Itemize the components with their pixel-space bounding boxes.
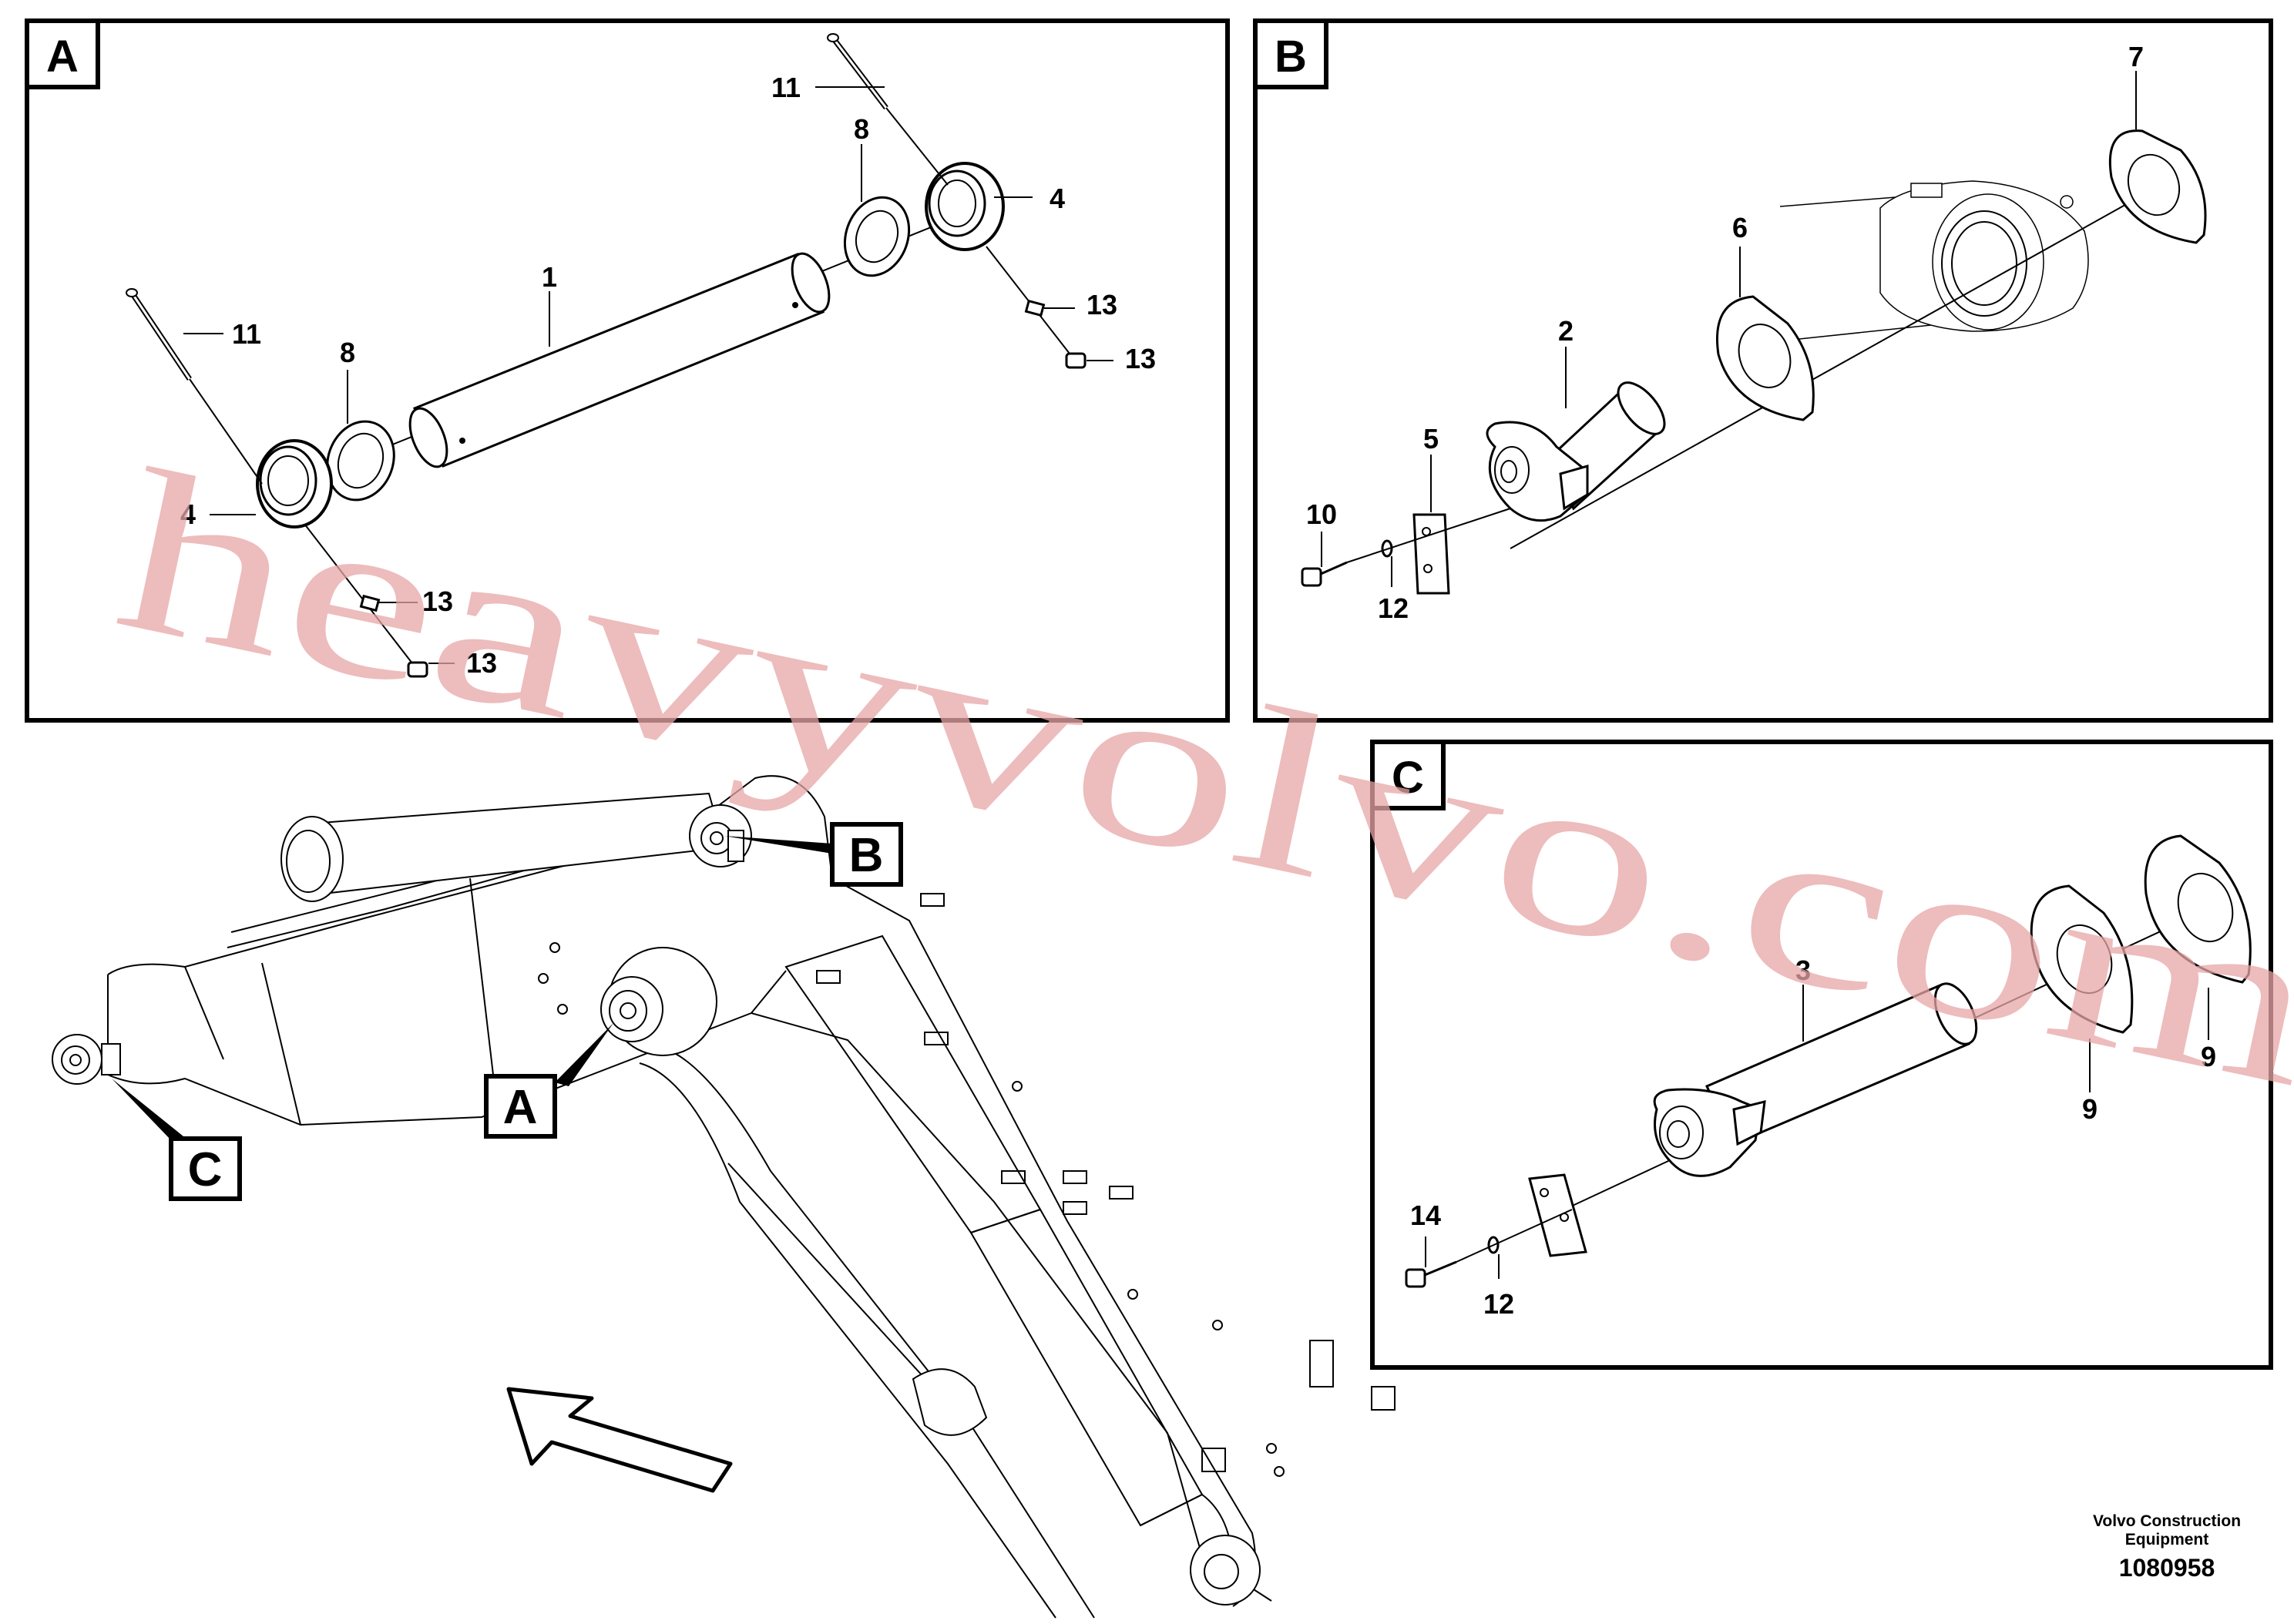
callout-b: B: [724, 822, 903, 887]
nut-13-left-lower: [407, 661, 428, 678]
washer-6: [1716, 295, 1815, 421]
footer: Volvo Construction Equipment 1080958: [2093, 1512, 2241, 1582]
label-11-upper: 11: [771, 72, 801, 103]
label-11-lower: 11: [232, 318, 261, 350]
direction-arrow: [506, 1387, 733, 1493]
label-8-lower: 8: [340, 337, 355, 368]
label-4-upper: 4: [1050, 183, 1065, 214]
bushing-4-right: [925, 162, 1005, 251]
credit-line-2: Equipment: [2125, 1531, 2209, 1549]
bolt-11-left: [126, 288, 418, 671]
lock-plate-5: [1412, 513, 1450, 595]
label-2: 2: [1558, 315, 1574, 347]
panel-a-letter: A: [46, 32, 79, 82]
callout-c-letter: C: [188, 1143, 223, 1196]
panel-a: A: [25, 18, 1230, 723]
washer-8-left: [326, 420, 395, 502]
washer-9-right: [2144, 834, 2252, 984]
pin-2: [1486, 381, 1666, 522]
nut-13-right-upper: [1024, 299, 1046, 317]
pin-3: [1653, 982, 1978, 1177]
washer-7: [2108, 129, 2207, 244]
label-7: 7: [2128, 41, 2144, 72]
bolt-10: [1301, 561, 1348, 587]
excavator-boom: [52, 775, 1396, 1619]
label-12-b: 12: [1378, 592, 1409, 624]
panel-c-letter: C: [1392, 753, 1424, 803]
callout-a-letter: A: [503, 1081, 538, 1134]
pin-1: [408, 252, 831, 468]
nut-13-right-lower: [1065, 352, 1087, 369]
label-5: 5: [1423, 423, 1439, 455]
panel-b: B: [1253, 18, 2273, 723]
label-3: 3: [1795, 955, 1811, 986]
label-8-upper: 8: [854, 113, 869, 145]
label-13-left-upper: 13: [422, 586, 453, 617]
callout-c: C: [112, 1079, 242, 1201]
label-1: 1: [542, 261, 557, 293]
callout-b-letter: B: [849, 829, 884, 882]
bolt-11-right: [827, 33, 1076, 361]
panel-c: C: [1370, 740, 2273, 1370]
callout-a: A: [484, 1023, 613, 1139]
label-13-left-lower: 13: [466, 647, 497, 679]
label-10: 10: [1306, 498, 1337, 530]
bolt-14: [1405, 1260, 1457, 1288]
watermark-text: heavyvolvo.com: [99, 421, 2294, 1136]
label-13-right-upper: 13: [1087, 289, 1117, 320]
nut-13-left-upper: [359, 594, 381, 612]
label-12-c: 12: [1483, 1288, 1514, 1320]
label-6: 6: [1732, 212, 1748, 243]
washer-8-right: [843, 196, 911, 277]
washer-9-left: [2030, 884, 2134, 1034]
label-13-right-lower: 13: [1125, 343, 1156, 374]
label-9-right: 9: [2201, 1041, 2216, 1072]
document-number: 1080958: [2119, 1554, 2215, 1582]
credit-line-1: Volvo Construction: [2093, 1512, 2241, 1530]
bushing-4-left: [256, 439, 333, 528]
label-9-left: 9: [2082, 1093, 2098, 1125]
label-4-lower: 4: [180, 498, 196, 530]
label-14: 14: [1410, 1200, 1441, 1231]
cylinder-eye: [1779, 180, 2089, 340]
panel-b-letter: B: [1275, 32, 1307, 82]
